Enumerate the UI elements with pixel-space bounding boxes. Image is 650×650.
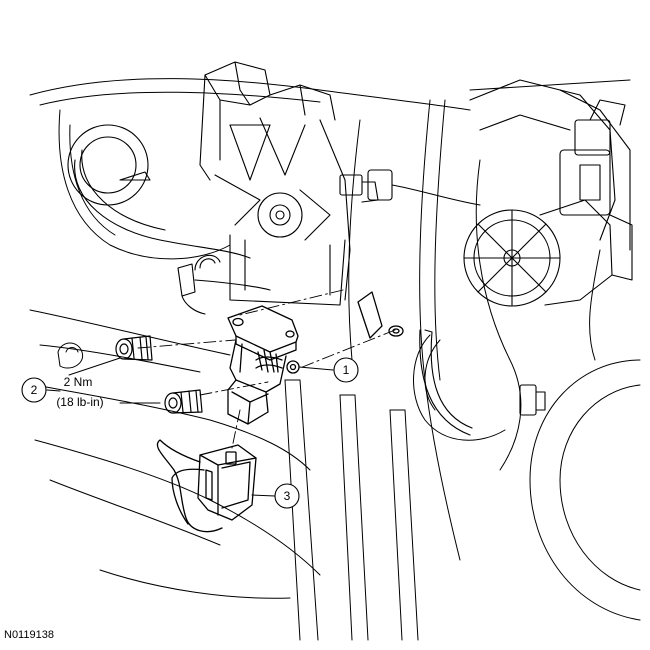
window-regulator-motor bbox=[419, 79, 633, 436]
bolt-lower bbox=[164, 389, 203, 414]
leader-lines bbox=[46, 357, 334, 497]
callout-circle-3 bbox=[274, 483, 300, 509]
torque-value-nm: 2 Nm bbox=[64, 375, 93, 389]
torque-value-lbin: (18 lb-in) bbox=[56, 395, 103, 409]
callout-label-2: 2 bbox=[31, 383, 38, 397]
callout-circle-1 bbox=[333, 357, 359, 383]
left-speaker-opening bbox=[67, 124, 251, 259]
sensor bbox=[227, 291, 404, 425]
electrical-connector bbox=[156, 439, 257, 533]
callout-circle-2 bbox=[21, 377, 47, 403]
callout-label-1: 1 bbox=[343, 363, 350, 377]
door-panel-outline bbox=[29, 78, 641, 641]
upper-motor-bracket bbox=[177, 61, 481, 315]
figure-id: N0119138 bbox=[4, 629, 54, 641]
alignment-lines bbox=[137, 289, 396, 449]
bolt-upper bbox=[115, 335, 153, 361]
callout-label-3: 3 bbox=[284, 489, 291, 503]
